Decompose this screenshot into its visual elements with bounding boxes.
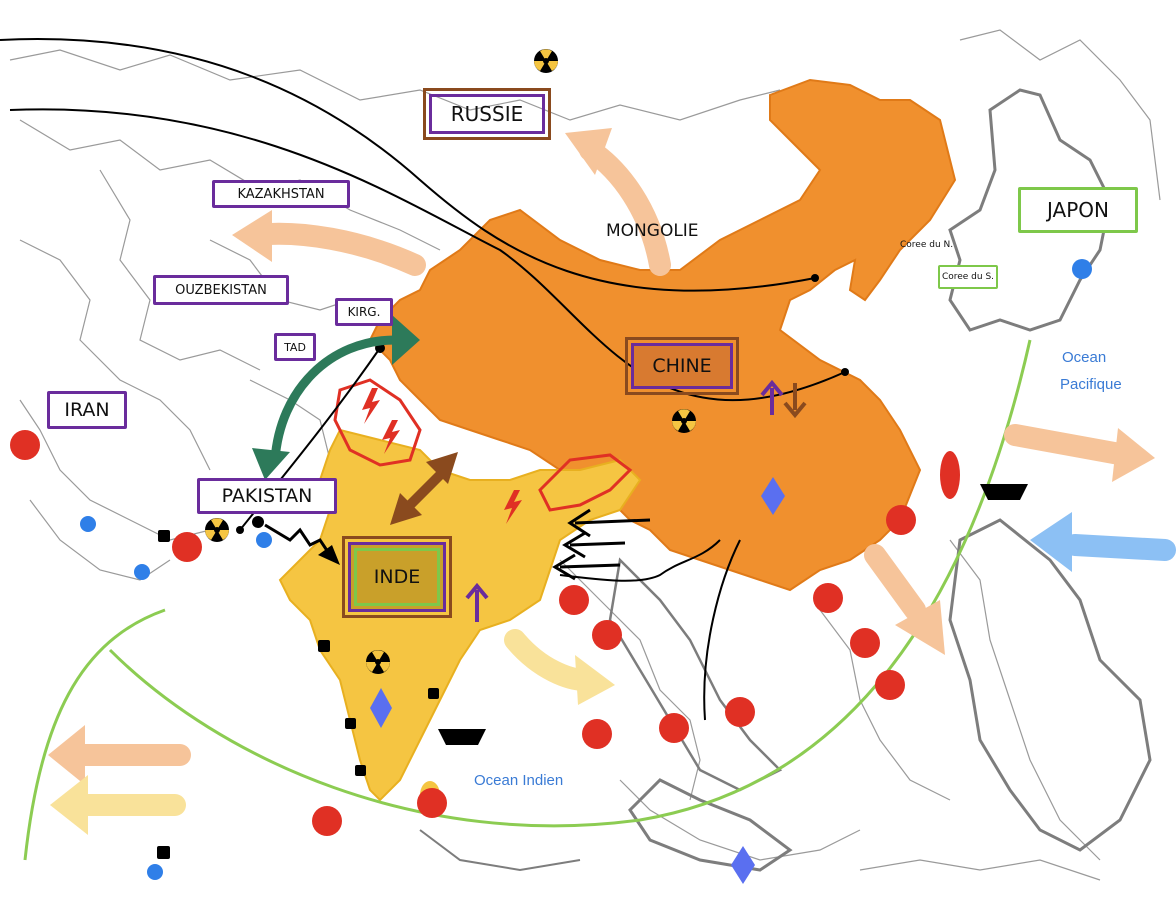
coast-outline [419,829,581,872]
label-ocean-pacifique-line1: Ocean [1062,349,1107,366]
green-arc-south [108,339,1032,828]
label-mongolie: MONGOLIE [606,221,699,241]
label-ocean-indien: Ocean Indien [474,772,564,789]
line-endpoint [236,526,244,534]
label-ouzbekistan: OUZBEKISTAN [153,275,289,305]
label-chine-text: CHINE [631,343,733,389]
label-coree-s: Coree du S. [938,265,998,289]
malaysia-outline [628,778,793,872]
brown-arrow [390,452,458,525]
label-chine: CHINE [625,337,739,395]
peach-arrows [48,128,1155,785]
indochina-outline [608,557,783,792]
zigzag-arrowhead [318,545,340,565]
red-dots [10,430,960,836]
label-kirg: KIRG. [335,298,393,326]
country-borders [9,29,1161,881]
label-russie-text: RUSSIE [429,94,545,134]
label-pakistan: PAKISTAN [197,478,337,514]
label-ocean-pacifique-line2: Pacifique [1060,376,1122,393]
blue-dots [80,259,1092,880]
islands-outline [948,518,1152,852]
label-iran: IRAN [47,391,127,429]
china-shape [368,78,957,592]
india-shape [278,428,642,802]
teal-arrow [252,315,420,480]
line-endpoint [841,368,849,376]
line-endpoint [811,274,819,282]
arunachal-zone [538,453,633,512]
lightning-icon [362,388,522,524]
nuclear-icon [205,49,696,674]
black-arrows [264,508,651,581]
ship-icon [438,484,1028,745]
port-markers [157,516,439,859]
trend-arrows [465,379,807,622]
lightblue-arrow [1030,512,1176,572]
green-arc-west [23,608,166,861]
yellow-arrows [50,629,615,835]
label-russie: RUSSIE [423,88,551,140]
label-tad: TAD [274,333,316,361]
label-inde-text: INDE [348,542,446,612]
label-kazakhstan: KAZAKHSTAN [212,180,350,208]
japan-korea-outline [948,88,1112,332]
label-inde: INDE [342,536,452,618]
diamond-icon [370,477,785,884]
label-japon: JAPON [1018,187,1138,233]
kashmir-zone [333,378,422,467]
label-coree-n: Coree du N. [900,240,954,250]
